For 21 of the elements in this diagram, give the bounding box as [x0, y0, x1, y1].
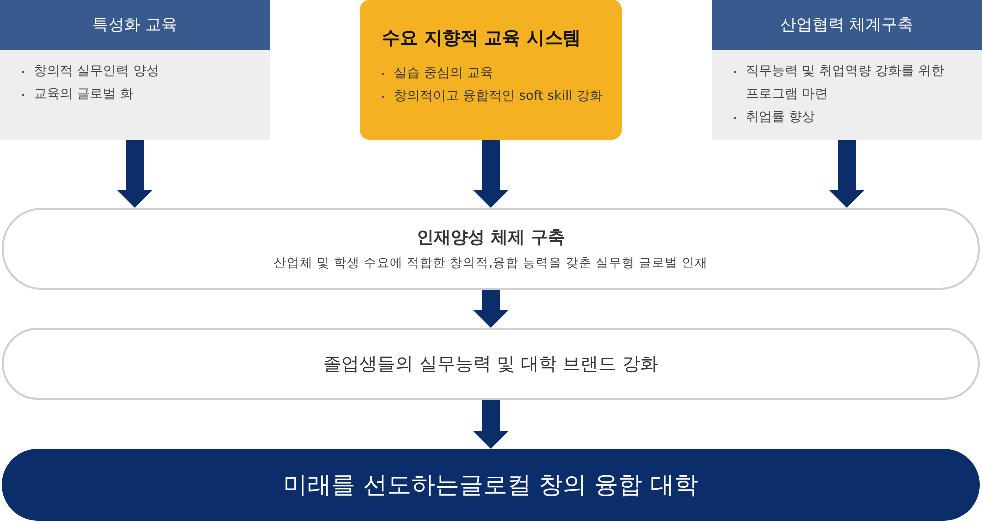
bullet-item: 창의적 실무인력 양성: [22, 60, 236, 83]
box-title: 졸업생들의 실무능력 및 대학 브랜드 강화: [324, 353, 658, 376]
card-title: 수요 지향적 교육 시스템: [382, 27, 582, 50]
box-subtitle: 산업체 및 학생 수요에 적합한 창의적,융합 능력을 갖춘 실무형 글로벌 인재: [274, 255, 708, 272]
highlight-card: [360, 0, 622, 140]
info-card: [712, 0, 982, 140]
block-arrow: [829, 140, 865, 208]
block-arrow: [117, 140, 153, 208]
card-header: 특성화 교육: [0, 0, 270, 50]
block-arrow: [473, 400, 509, 449]
block-arrow: [473, 290, 509, 328]
block-arrow: [473, 140, 509, 208]
box-title: 인재양성 체제 구축: [417, 227, 565, 249]
bullet-item: 취업률 향상: [734, 106, 948, 129]
info-card: [0, 0, 270, 140]
bullet-item: 창의적이고 융합적인 soft skill 강화: [382, 85, 622, 108]
bullet-item: 실습 중심의 교육: [382, 62, 622, 85]
card-header: 산업협력 체계구축: [712, 0, 982, 50]
goal-title: 미래를 선도하는글로컬 창의 융합 대학: [284, 470, 698, 501]
bullet-item: 교육의 글로벌 화: [22, 83, 236, 106]
bullet-item: 직무능력 및 취업역량 강화를 위한 프로그램 마련: [734, 60, 948, 106]
